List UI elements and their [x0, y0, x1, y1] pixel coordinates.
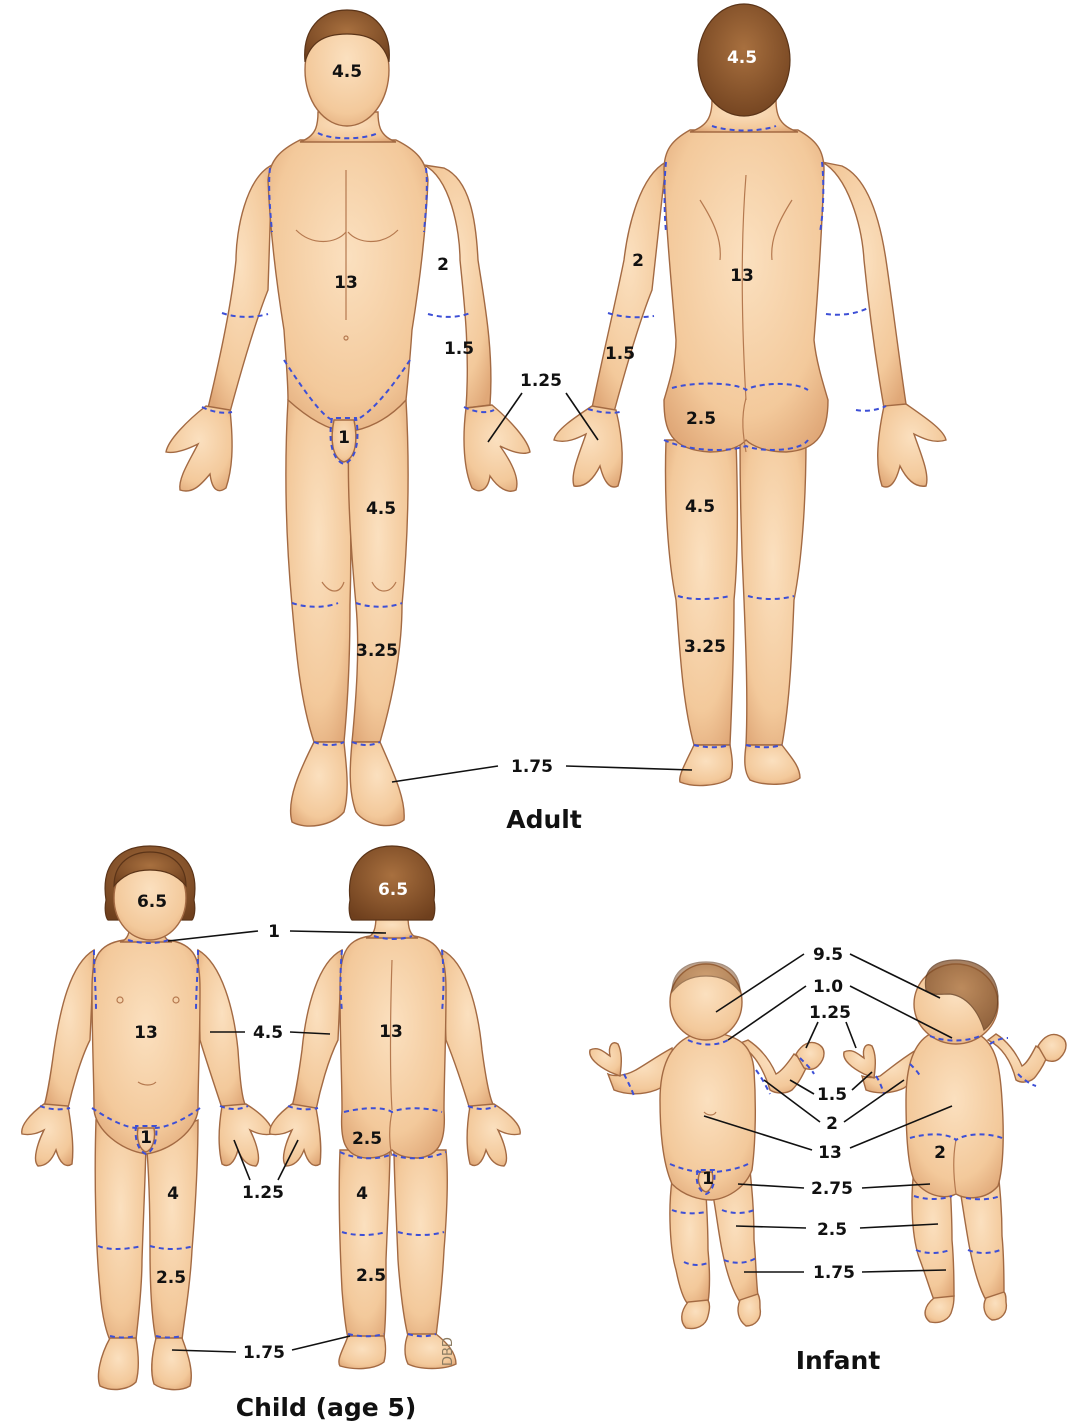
- infant-leg-label: 2.5: [817, 1220, 847, 1240]
- infant-caption: Infant: [796, 1346, 881, 1375]
- infant-genitals-label: 1: [702, 1169, 714, 1189]
- adult-front-head-label: 4.5: [332, 62, 362, 82]
- child-front-trunk-label: 13: [134, 1023, 158, 1043]
- infant-forearm-label: 1.5: [817, 1085, 847, 1105]
- leader-lines: [168, 393, 952, 1352]
- adult-front-figure: [166, 10, 530, 826]
- adult-front-genitals-label: 1: [338, 428, 350, 448]
- adult-caption: Adult: [506, 805, 582, 834]
- child-foot-label: 1.75: [243, 1343, 285, 1363]
- adult-back-figure: [554, 4, 946, 785]
- child-front-head-label: 6.5: [137, 892, 167, 912]
- adult-front-forearm-label: 1.5: [444, 339, 474, 359]
- child-caption: Child (age 5): [236, 1393, 417, 1422]
- adult-back-forearm-label: 1.5: [605, 344, 635, 364]
- adult-back-trunk-label: 13: [730, 266, 754, 286]
- child-front-leg-label: 2.5: [156, 1268, 186, 1288]
- child-back-trunk-label: 13: [379, 1022, 403, 1042]
- infant-foot-label: 1.75: [813, 1263, 855, 1283]
- child-neck-label: 1: [268, 922, 280, 942]
- adult-back-head-label: 4.5: [727, 48, 757, 68]
- infant-buttock-label: 2: [934, 1143, 946, 1163]
- infant-back-figure: [844, 960, 1066, 1323]
- figure-captions: Adult Child (age 5) Infant: [236, 805, 881, 1422]
- adult-hand-label: 1.25: [520, 371, 562, 391]
- infant-neck-label: 1.0: [813, 977, 843, 997]
- signature-text: DBD: [441, 1337, 456, 1366]
- adult-front-trunk-label: 13: [334, 273, 358, 293]
- infant-front-figure: [590, 962, 824, 1329]
- adult-back-leg-label: 3.25: [684, 637, 726, 657]
- child-front-figure: [22, 846, 272, 1390]
- infant-upper-arm-label: 2: [826, 1114, 838, 1134]
- child-front-thigh-label: 4: [167, 1184, 179, 1204]
- infant-trunk-label: 13: [818, 1143, 842, 1163]
- infant-head-label: 9.5: [813, 945, 843, 965]
- child-genitals-label: 1: [140, 1128, 152, 1148]
- infant-hand-label: 1.25: [809, 1003, 851, 1023]
- adult-foot-label: 1.75: [511, 757, 553, 777]
- infant-thigh-label: 2.75: [811, 1179, 853, 1199]
- child-arm-label: 4.5: [253, 1023, 283, 1043]
- child-back-figure: [270, 846, 520, 1369]
- adult-front-upper-arm-label: 2: [437, 255, 449, 275]
- adult-back-thigh-label: 4.5: [685, 497, 715, 517]
- child-buttock-label: 2.5: [352, 1129, 382, 1149]
- child-back-leg-label: 2.5: [356, 1266, 386, 1286]
- child-back-head-label: 6.5: [378, 880, 408, 900]
- child-back-thigh-label: 4: [356, 1184, 368, 1204]
- child-hand-label: 1.25: [242, 1183, 284, 1203]
- adult-front-thigh-label: 4.5: [366, 499, 396, 519]
- adult-front-leg-label: 3.25: [356, 641, 398, 661]
- artist-signature: DBD: [441, 1337, 456, 1366]
- adult-back-buttock-label: 2.5: [686, 409, 716, 429]
- adult-back-upper-arm-label: 2: [632, 251, 644, 271]
